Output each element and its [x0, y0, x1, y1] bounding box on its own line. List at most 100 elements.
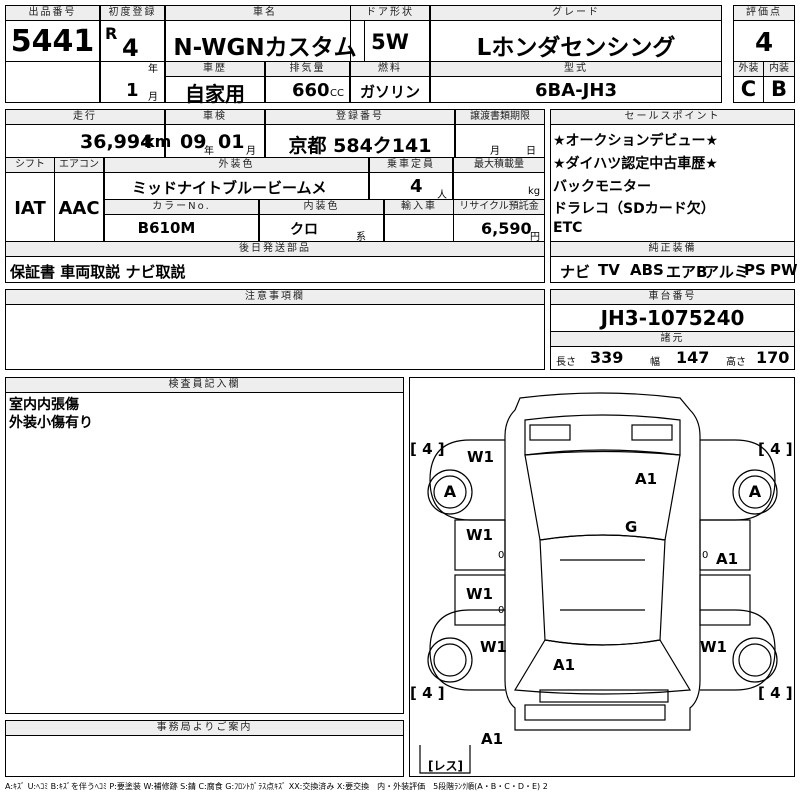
tire-tread-fr: [ 4 ] [758, 440, 793, 458]
fuel-header: 燃料 [350, 61, 430, 77]
genuine-navi: ナビ [560, 263, 591, 281]
color-no-header: カラーNo. [104, 199, 259, 215]
office-header: 事務局よりご案内 [5, 720, 404, 736]
era: R [105, 24, 118, 43]
spare-tire-less: [レス] [428, 759, 463, 773]
aircon-header: エアコン [54, 157, 104, 173]
mark-w1-left-3: W1 [480, 638, 507, 656]
length: 339 [590, 348, 624, 367]
displacement-header: 排気量 [265, 61, 350, 77]
first-reg-year: 4 [122, 34, 139, 62]
mark-zero-3: 0 [498, 605, 505, 616]
cc-unit: CC [330, 88, 344, 99]
sales-point-3: バックモニター [553, 179, 651, 195]
import-cell [384, 214, 454, 242]
transfer-header: 譲渡書類期限 [455, 109, 545, 125]
later-parts-cell [5, 256, 545, 283]
office-box [5, 735, 404, 777]
grade-header: グレード [430, 5, 722, 21]
car-name: N-WGNカスタム [173, 35, 357, 61]
mark-w1-left-1: W1 [466, 526, 493, 544]
sales-point-1: ★オークションデビュー★ [553, 133, 719, 149]
tire-tread-fl: [ 4 ] [410, 440, 445, 458]
month-unit: 月 [148, 92, 158, 103]
mark-a1-hood: A1 [635, 470, 658, 488]
lot-no: 5441 [10, 24, 95, 59]
specs-cell [550, 346, 795, 370]
lot-no-header: 出品番号 [5, 5, 100, 21]
reg-no: 京都 584ク141 [288, 135, 432, 157]
door-header: ドア形状 [350, 5, 430, 21]
mileage: 36,994 [80, 131, 154, 153]
genuine-header: 純正装備 [550, 241, 795, 257]
model: 6BA-JH3 [535, 80, 617, 101]
tire-tread-rr: [ 4 ] [758, 684, 793, 702]
shift: IAT [14, 198, 46, 219]
sales-point-4: ドラレコ（SDカード欠） [553, 201, 715, 217]
model-header: 型式 [430, 61, 722, 77]
notes-box [5, 304, 545, 370]
max-load-header: 最大積載量 [453, 157, 545, 173]
lot-no-blank [5, 61, 100, 103]
genuine-alumi: アルミ [704, 263, 749, 281]
interior-grade: B [770, 77, 787, 101]
mark-g-glass: G [625, 518, 638, 536]
insp-year-unit: 年 [204, 146, 214, 157]
inspection-header: 車検 [165, 109, 265, 125]
displacement-cell [265, 76, 350, 103]
first-reg-month: 1 [126, 80, 139, 101]
yen-unit: 円 [530, 232, 540, 243]
tire-tread-rl: [ 4 ] [410, 684, 445, 702]
interior-header: 内装 [763, 61, 795, 77]
history: 自家用 [185, 82, 245, 106]
transfer-day-unit: 日 [526, 146, 536, 157]
mark-w1-right: W1 [700, 638, 727, 656]
later-parts: 保証書 車両取説 ナビ取説 [10, 263, 186, 281]
capacity: 4 [410, 176, 423, 197]
inspector-header: 検査員記入欄 [5, 377, 404, 393]
color-no: B610M [137, 219, 196, 237]
recycle-fee: 6,590 [481, 219, 532, 238]
inspector-note-2: 外装小傷有り [9, 415, 93, 431]
exterior-header: 外装 [733, 61, 764, 77]
inspection-year: 09 [180, 131, 207, 153]
genuine-airbag: エアB [666, 263, 708, 281]
width-label: 幅 [650, 357, 660, 368]
history-cell [165, 76, 265, 103]
reg-no-header: 登録番号 [265, 109, 455, 125]
mark-w1-left-2: W1 [466, 585, 493, 603]
mileage-header: 走行 [5, 109, 165, 125]
kg-unit: kg [528, 186, 541, 197]
sales-point-5: ETC [553, 220, 583, 236]
score: 4 [754, 28, 774, 58]
legend: A:ｷｽﾞ U:ﾍｺﾐ B:ｷｽﾞを伴うﾍｺﾐ P:要塗装 W:補修跡 S:錆 … [5, 782, 548, 791]
ext-color: ミッドナイトブルービームメ [132, 179, 327, 197]
year-unit: 年 [148, 64, 158, 75]
km-unit: km [144, 132, 172, 151]
inspection-month: 01 [218, 131, 245, 153]
first-reg-header: 初度登録 [100, 5, 165, 21]
kei-unit: 系 [356, 232, 366, 243]
genuine-abs: ABS [630, 261, 664, 279]
first-reg-month-cell [100, 61, 165, 103]
notes-header: 注意事項欄 [5, 289, 545, 305]
model-cell [430, 76, 722, 103]
height: 170 [756, 348, 790, 367]
chassis-no: JH3-1075240 [600, 306, 745, 330]
recycle-header: リサイクル預託金 [453, 199, 545, 215]
specs-header: 諸元 [550, 331, 795, 347]
mark-a1-right: A1 [716, 550, 739, 568]
sales-point-header: セールスポイント [550, 109, 795, 125]
history-header: 車歴 [165, 61, 265, 77]
genuine-tv: TV [598, 261, 620, 279]
car-diagram-frame [409, 377, 795, 777]
fuel-cell [350, 76, 430, 103]
grade: Lホンダセンシング [476, 35, 676, 61]
wheel-fl-mark: A [443, 482, 457, 501]
score-header: 評価点 [733, 5, 795, 21]
transfer-month-unit: 月 [490, 146, 500, 157]
door-type: 5W [371, 30, 409, 54]
sales-point-2: ★ダイハツ認定中古車歴★ [553, 156, 718, 172]
int-color: クロ [290, 222, 318, 238]
mark-a1-bottom: A1 [481, 730, 504, 748]
